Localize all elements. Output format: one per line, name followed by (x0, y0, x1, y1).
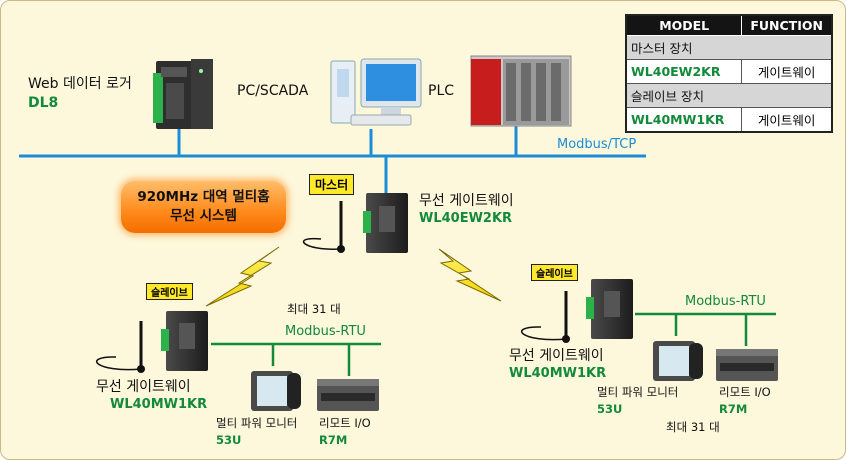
slave-right-label: 무선 게이트웨이 (509, 348, 604, 364)
system-banner: 920MHz 대역 멀티홉 무선 시스템 (121, 181, 286, 233)
slave-left-io-model: R7M (319, 433, 348, 447)
slave-left-tag: 슬레이브 (146, 283, 193, 300)
slave-left-max-label: 최대 31 대 (287, 302, 341, 316)
table-header-function: FUNCTION (741, 14, 833, 36)
power-monitor-left-device (251, 371, 301, 411)
wireless-link-left-icon (205, 246, 280, 307)
slave-left-model: WL40MW1KR (110, 397, 208, 412)
data-logger-device (153, 59, 213, 129)
slave-right-gateway-device (520, 279, 633, 343)
plc-device (470, 55, 572, 127)
rtu-bus-left (211, 342, 381, 376)
pc-scada-device (330, 58, 422, 126)
slave-left-monitor-label: 멀티 파워 모니터 (216, 416, 298, 430)
power-monitor-right-device (653, 341, 703, 381)
table-slave-model: WL40MW1KR (625, 107, 743, 133)
slave-left-gateway-device (95, 311, 208, 373)
table-header-model: MODEL (625, 14, 743, 36)
slave-right-tag: 슬레이브 (531, 264, 578, 281)
logger-label: Web 데이터 로거 (28, 76, 132, 92)
slave-right-monitor-model: 53U (597, 402, 623, 416)
slave-left-io-label: 리모트 I/O (319, 416, 371, 430)
rtu-bus-right (635, 312, 776, 346)
bus-label: Modbus/TCP (557, 137, 637, 152)
table-slave-function: 게이트웨이 (741, 107, 833, 133)
banner-line1: 920MHz 대역 멀티홉 (137, 189, 270, 205)
remote-io-left-device (317, 379, 379, 411)
table-group-slave: 슬레이브 장치 (625, 83, 833, 108)
slave-left-label: 무선 게이트웨이 (96, 379, 191, 395)
table-master-model: WL40EW2KR (625, 59, 743, 84)
slave-right-monitor-label: 멀티 파워 모니터 (597, 385, 679, 399)
slave-right-rtu-label: Modbus-RTU (685, 294, 766, 309)
slave-right-io-model: R7M (719, 402, 748, 416)
pc-label: PC/SCADA (237, 83, 309, 99)
master-model: WL40EW2KR (419, 211, 513, 226)
ethernet-bus (19, 126, 646, 206)
master-label: 무선 게이트웨이 (419, 193, 514, 209)
master-tag: 마스터 (309, 174, 355, 195)
slave-left-rtu-label: Modbus-RTU (285, 324, 366, 339)
master-gateway-device (302, 193, 408, 253)
slave-right-model: WL40MW1KR (509, 366, 607, 381)
wireless-link-right-icon (438, 248, 502, 302)
table-group-master: 마스터 장치 (625, 35, 833, 60)
slave-left-monitor-model: 53U (216, 433, 242, 447)
banner-line2: 무선 시스템 (170, 208, 237, 224)
slave-right-io-label: 리모트 I/O (719, 385, 771, 399)
remote-io-right-device (716, 349, 778, 381)
model-table: MODEL FUNCTION 마스터 장치 WL40EW2KR 게이트웨이 슬레… (625, 14, 833, 133)
logger-model: DL8 (28, 95, 59, 111)
table-master-function: 게이트웨이 (741, 59, 833, 84)
plc-label: PLC (428, 83, 455, 99)
slave-right-max-label: 최대 31 대 (666, 420, 720, 434)
